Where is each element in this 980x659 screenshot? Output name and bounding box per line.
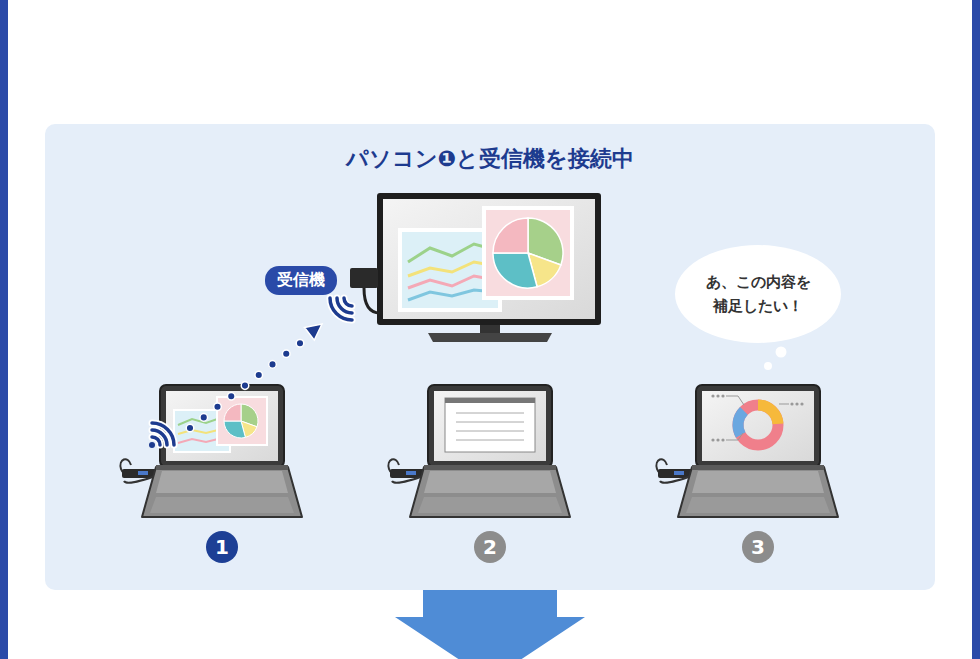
monitor-part: [493, 218, 528, 253]
signal-dotted-arrow-part: [227, 392, 235, 400]
thought-tail-part: [764, 362, 772, 370]
monitor: [377, 193, 601, 342]
callout-number: 3: [742, 531, 774, 563]
node-text: 3: [742, 535, 774, 559]
thought-tail: [764, 347, 787, 371]
down-arrow: [395, 590, 585, 659]
speech-bubble: あ、この内容を 補足したい！: [675, 245, 841, 343]
heading: パソコン❶と受信機を接続中: [0, 144, 980, 174]
donut-chart-part-part: [721, 438, 724, 441]
signal-dotted-arrow-part: [282, 350, 290, 358]
signal-dotted-arrow-part: [200, 414, 208, 422]
receiver-signal: [330, 298, 352, 320]
monitor-part: [383, 199, 595, 319]
document-window-part: [456, 413, 524, 414]
signal-dotted-arrow-part: [305, 324, 323, 340]
node-text: 1: [206, 535, 238, 559]
laptop-signal-part: [149, 442, 155, 448]
signal-dotted-arrow: [186, 324, 322, 432]
monitor-part: [484, 208, 572, 298]
document-window-part: [445, 398, 535, 452]
donut-chart-part-part: [711, 438, 714, 441]
receiver-signal-part: [330, 298, 352, 320]
laptop-signal-part: [152, 430, 167, 445]
laptop-screen-charts: [174, 397, 267, 452]
document-window-part: [456, 440, 524, 441]
laptop-signal-part: [152, 430, 167, 445]
signal-dotted-arrow-part: [255, 371, 263, 379]
receiver-signal-part: [330, 298, 352, 320]
receiver-part: [364, 288, 380, 313]
signal-dotted-arrow-part: [186, 424, 194, 432]
donut-chart-part-part: [800, 402, 803, 405]
donut-chart-part-part: [726, 396, 744, 405]
device-label: 受信機: [265, 266, 337, 295]
thought-tail-part: [776, 347, 787, 358]
document-window-part: [445, 398, 535, 403]
donut-chart-part-part: [779, 404, 789, 405]
laptop-signal: [149, 423, 174, 448]
document-window-part: [456, 422, 524, 423]
signal-dotted-arrow-part: [214, 403, 222, 411]
donut-chart: [711, 394, 803, 452]
signal-dotted-arrow-part: [269, 361, 277, 369]
donut-chart-part-part: [721, 394, 724, 397]
monitor-part: [377, 193, 601, 325]
laptop-screen-charts-part: [224, 404, 241, 421]
receiver-signal-part: [337, 298, 352, 313]
donut-chart-part-part: [716, 438, 719, 441]
bubble-shape: [675, 245, 841, 343]
monitor-part: [493, 253, 537, 288]
donut-chart-part: [731, 398, 786, 453]
laptop-screen-charts-part: [217, 397, 267, 445]
monitor-part: [480, 324, 500, 334]
donut-chart-part: [711, 394, 803, 441]
laptop-signal-part: [152, 423, 174, 445]
laptop: [120, 385, 302, 517]
receiver-signal-part: [344, 298, 352, 306]
laptop: [388, 385, 570, 517]
callout-number: 1: [206, 531, 238, 563]
node-text: あ、この内容を 補足したい！: [693, 270, 823, 318]
node-text: 2: [474, 535, 506, 559]
laptop-signal-part: [152, 423, 174, 445]
laptop-screen-charts-part: [224, 421, 245, 438]
donut-chart-part-part: [795, 402, 798, 405]
donut-chart-part-part: [716, 394, 719, 397]
donut-chart-part-part: [790, 402, 793, 405]
donut-chart-part-part: [726, 433, 743, 440]
receiver-signal-part: [337, 298, 352, 313]
monitor-part: [428, 333, 552, 342]
bubble-outline: [675, 245, 841, 343]
receiver-part: [350, 268, 378, 288]
receiver-signal-part: [344, 298, 352, 306]
signal-dotted-arrow-part: [241, 382, 249, 390]
side-border: [0, 0, 8, 659]
node-text: 受信機: [265, 270, 337, 291]
document-window: [445, 398, 535, 452]
panel: [45, 124, 935, 590]
side-border: [972, 0, 980, 659]
donut-chart-part: [726, 396, 789, 440]
laptop: [656, 385, 838, 517]
donut-chart-part-part: [711, 394, 714, 397]
callout-number: 2: [474, 531, 506, 563]
signal-dotted-arrow-part: [296, 339, 304, 347]
document-window-part: [456, 431, 524, 432]
